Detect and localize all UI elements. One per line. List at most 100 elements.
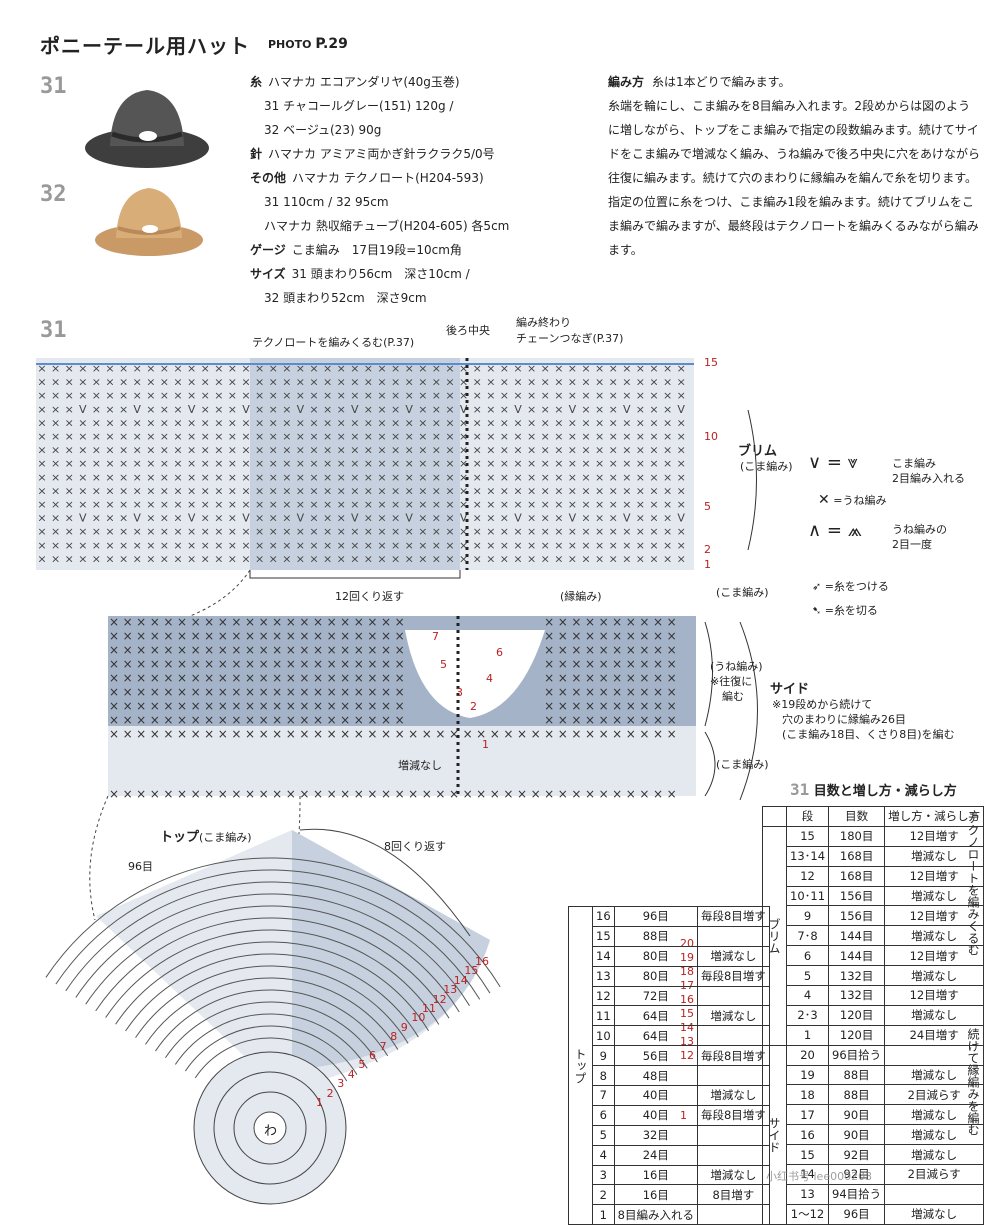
table-cell: 40目	[613, 1104, 698, 1126]
brim-stitch: ×	[296, 457, 305, 470]
side-stitch: ×	[299, 629, 309, 643]
brim-stitch: ×	[418, 416, 427, 429]
table-cell: 144目	[828, 945, 886, 967]
side-stitch: ×	[544, 629, 554, 643]
side-stitch: ×	[327, 657, 337, 671]
side-stitch: ×	[123, 657, 133, 671]
side-stitch: ×	[599, 629, 609, 643]
photo-ref: PHOTO P.29	[268, 36, 348, 52]
brim-stitch: ×	[609, 552, 618, 565]
side-stitch: ×	[313, 727, 323, 741]
side-stitch: ×	[612, 787, 622, 801]
brim-stitch: ×	[500, 512, 509, 525]
side-stitch: ×	[558, 713, 568, 727]
side-stitch: ×	[585, 685, 595, 699]
brim-stitch: ×	[459, 471, 468, 484]
row-number: 13	[443, 983, 458, 997]
brim-stitch: ×	[554, 430, 563, 443]
brim-stitch: ×	[418, 403, 427, 416]
brim-stitch: ×	[486, 539, 495, 552]
brim-stitch: ×	[133, 362, 142, 375]
table-cell: 毎段8目増す	[696, 1045, 770, 1067]
brim-stitch: ×	[350, 552, 359, 565]
side-stitch: ×	[163, 787, 173, 801]
brim-stitch: ×	[554, 362, 563, 375]
table-cell: 12	[785, 865, 830, 887]
side-stitch: ×	[667, 685, 677, 699]
brim-stitch: ×	[541, 484, 550, 497]
side-stitch: ×	[381, 629, 391, 643]
brim-stitch: ×	[391, 525, 400, 538]
brim-stitch: ×	[92, 552, 101, 565]
brim-stitch: ×	[541, 525, 550, 538]
brim-stitch: ×	[350, 498, 359, 511]
brim-stitch: ×	[473, 362, 482, 375]
brim-stitch: ×	[255, 498, 264, 511]
brim-stitch: ×	[146, 376, 155, 389]
brim-stitch: ×	[663, 512, 672, 525]
table-cell: 88目	[828, 1064, 886, 1086]
brim-stitch: ×	[391, 539, 400, 552]
side-stitch: ×	[599, 713, 609, 727]
brim-stitch: ×	[323, 457, 332, 470]
brim-stitch: ×	[214, 484, 223, 497]
brim-stitch: ×	[595, 539, 604, 552]
brim-stitch: ×	[459, 539, 468, 552]
needle: ハマナカ アミアミ両かぎ針ラクラク5/0号	[268, 147, 495, 161]
brim-stitch: ×	[473, 484, 482, 497]
brim-stitch: ×	[405, 416, 414, 429]
top-row-arc	[174, 1013, 368, 1069]
brim-stitch: ×	[282, 430, 291, 443]
side-stitch: ×	[245, 685, 255, 699]
side-stitch: ×	[231, 615, 241, 629]
side-stitch: ×	[626, 699, 636, 713]
brim-stitch: ×	[92, 416, 101, 429]
side-stitch: ×	[299, 685, 309, 699]
brim-stitch: ×	[146, 525, 155, 538]
brim-stitch: V	[677, 403, 685, 416]
brim-stitch: ×	[228, 471, 237, 484]
side-stitch: ×	[231, 727, 241, 741]
brim-stitch: ×	[364, 525, 373, 538]
side-stitch: ×	[286, 643, 296, 657]
brim-stitch: ×	[636, 403, 645, 416]
brim-stitch: ×	[527, 457, 536, 470]
brim-stitch: ×	[486, 457, 495, 470]
side-stitch: ×	[571, 727, 581, 741]
side-stitch: ×	[599, 727, 609, 741]
side-stitch: ×	[367, 727, 377, 741]
brim-stitch: ×	[241, 552, 250, 565]
brim-stitch: ×	[377, 552, 386, 565]
brim-stitch: ×	[568, 539, 577, 552]
brim-stitch: ×	[269, 525, 278, 538]
brim-stitch: ×	[459, 552, 468, 565]
brim-stitch: ×	[309, 552, 318, 565]
brim-stitch: ×	[432, 539, 441, 552]
brim-stitch: ×	[241, 484, 250, 497]
side-stitch: ×	[653, 713, 663, 727]
brim-stitch: ×	[418, 362, 427, 375]
brim-stitch: ×	[581, 376, 590, 389]
side-stitch: ×	[639, 699, 649, 713]
brim-stitch: ×	[554, 376, 563, 389]
brim-stitch: ×	[323, 471, 332, 484]
table-cell: 64目	[613, 1005, 698, 1027]
brim-stitch: ×	[296, 484, 305, 497]
brim-stitch: ×	[160, 389, 169, 402]
table-cell: 90目	[828, 1104, 886, 1126]
brim-stitch: ×	[241, 376, 250, 389]
brim-stitch: ×	[445, 389, 454, 402]
brim-stitch: ×	[364, 444, 373, 457]
brim-stitch: ×	[146, 471, 155, 484]
side-stitch: ×	[136, 685, 146, 699]
brim-stitch: ×	[201, 484, 210, 497]
table-cell	[696, 1124, 770, 1146]
